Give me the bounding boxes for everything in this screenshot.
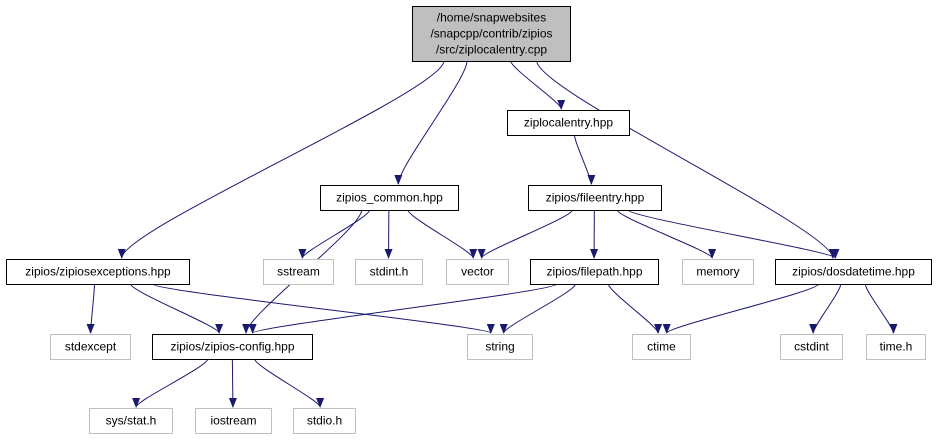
node-iostream[interactable]: iostream bbox=[195, 408, 272, 434]
edge-zipios-filepath-hpp-to-string bbox=[499, 283, 577, 334]
edge-root-to-zipios-dosdatetime-hpp bbox=[536, 60, 837, 259]
node-ziplocalentry-hpp[interactable]: ziplocalentry.hpp bbox=[507, 110, 630, 136]
node-label: string bbox=[485, 340, 514, 354]
node-label: zipios/zipiosexceptions.hpp bbox=[25, 265, 171, 279]
node-stdint-h[interactable]: stdint.h bbox=[355, 259, 423, 285]
node-zipios-common-hpp[interactable]: zipios_common.hpp bbox=[320, 185, 459, 211]
node-ctime[interactable]: ctime bbox=[632, 334, 691, 360]
node-label: /snapcpp/contrib/zipios bbox=[430, 27, 552, 41]
edge-zipios-zipios-config-hpp-to-sys-stat-h bbox=[132, 358, 209, 408]
node-label: memory bbox=[696, 265, 739, 279]
node-label: ziplocalentry.hpp bbox=[524, 116, 613, 130]
node-box bbox=[152, 334, 313, 360]
node-stdexcept[interactable]: stdexcept bbox=[50, 334, 131, 360]
node-box bbox=[293, 408, 356, 434]
edge-zipios-zipiosexceptions-hpp-to-zipios-zipios-config-hpp bbox=[130, 283, 224, 334]
node-box bbox=[530, 259, 659, 285]
edge-zipios-dosdatetime-hpp-to-cstdint bbox=[809, 283, 842, 334]
node-zipios-filepath-hpp[interactable]: zipios/filepath.hpp bbox=[530, 259, 659, 285]
node-label: /home/snapwebsites bbox=[437, 11, 546, 25]
node-label: vector bbox=[461, 265, 494, 279]
node-stdio-h[interactable]: stdio.h bbox=[293, 408, 356, 434]
node-zipios-zipios-config-hpp[interactable]: zipios/zipios-config.hpp bbox=[152, 334, 313, 360]
node-label: zipios/fileentry.hpp bbox=[546, 191, 645, 205]
node-label: ctime bbox=[647, 340, 676, 354]
edge-zipios-common-hpp-to-sstream bbox=[298, 209, 371, 259]
edge-zipios-filepath-hpp-to-ctime bbox=[607, 283, 663, 334]
node-vector[interactable]: vector bbox=[446, 259, 509, 285]
node-string[interactable]: string bbox=[467, 334, 533, 360]
edge-ziplocalentry-hpp-to-zipios-fileentry-hpp bbox=[573, 134, 596, 185]
node-label: zipios/filepath.hpp bbox=[546, 265, 642, 279]
edge-zipios-common-hpp-to-vector bbox=[407, 209, 478, 259]
node-memory[interactable]: memory bbox=[682, 259, 754, 285]
node-label: stdint.h bbox=[370, 265, 409, 279]
node-label: zipios/dosdatetime.hpp bbox=[792, 265, 915, 279]
node-box bbox=[775, 259, 932, 285]
edge-zipios-zipios-config-hpp-to-iostream bbox=[228, 358, 237, 408]
node-zipios-dosdatetime-hpp[interactable]: zipios/dosdatetime.hpp bbox=[775, 259, 932, 285]
node-label: iostream bbox=[210, 414, 256, 428]
edges-layer bbox=[86, 60, 898, 408]
node-box bbox=[263, 259, 334, 285]
edge-zipios-zipiosexceptions-hpp-to-string bbox=[151, 283, 495, 334]
node-box bbox=[6, 259, 190, 285]
node-zipios-fileentry-hpp[interactable]: zipios/fileentry.hpp bbox=[528, 185, 662, 211]
edge-zipios-dosdatetime-hpp-to-time-h bbox=[864, 283, 898, 334]
edge-root-to-zipios-zipiosexceptions-hpp bbox=[117, 60, 445, 259]
node-box bbox=[195, 408, 272, 434]
node-label: cstdint bbox=[794, 340, 829, 354]
node-zipios-zipiosexceptions-hpp[interactable]: zipios/zipiosexceptions.hpp bbox=[6, 259, 190, 285]
node-label: zipios_common.hpp bbox=[336, 191, 443, 205]
node-box bbox=[632, 334, 691, 360]
node-box bbox=[507, 110, 630, 136]
node-cstdint[interactable]: cstdint bbox=[780, 334, 843, 360]
node-label: time.h bbox=[880, 340, 913, 354]
edge-zipios-fileentry-hpp-to-zipios-dosdatetime-hpp bbox=[627, 209, 840, 259]
node-box bbox=[780, 334, 843, 360]
node-label: sstream bbox=[277, 265, 320, 279]
node-box bbox=[446, 259, 509, 285]
edge-root-to-ziplocalentry-hpp bbox=[510, 60, 566, 110]
node-box bbox=[682, 259, 754, 285]
nodes-layer: /home/snapwebsites/snapcpp/contrib/zipio… bbox=[6, 6, 932, 434]
edge-root-to-zipios-common-hpp bbox=[394, 60, 468, 185]
node-label: sys/stat.h bbox=[106, 414, 157, 428]
node-box bbox=[528, 185, 662, 211]
node-time-h[interactable]: time.h bbox=[866, 334, 926, 360]
node-box bbox=[412, 6, 571, 62]
node-label: stdexcept bbox=[65, 340, 117, 354]
node-box bbox=[320, 185, 459, 211]
node-sys-stat-h[interactable]: sys/stat.h bbox=[89, 408, 173, 434]
node-box bbox=[866, 334, 926, 360]
node-label: stdio.h bbox=[307, 414, 342, 428]
edge-zipios-zipios-config-hpp-to-stdio-h bbox=[254, 358, 325, 408]
node-box bbox=[89, 408, 173, 434]
node-label: zipios/zipios-config.hpp bbox=[170, 340, 294, 354]
node-label: /src/ziplocalentry.cpp bbox=[436, 43, 547, 57]
node-box bbox=[355, 259, 423, 285]
node-box bbox=[467, 334, 533, 360]
edge-zipios-filepath-hpp-to-zipios-zipios-config-hpp bbox=[249, 283, 558, 334]
node-sstream[interactable]: sstream bbox=[263, 259, 334, 285]
edge-zipios-fileentry-hpp-to-memory bbox=[616, 209, 716, 259]
node-root[interactable]: /home/snapwebsites/snapcpp/contrib/zipio… bbox=[412, 6, 571, 62]
edge-zipios-fileentry-hpp-to-vector bbox=[477, 209, 573, 259]
edge-zipios-dosdatetime-hpp-to-ctime bbox=[662, 283, 820, 334]
edge-zipios-zipiosexceptions-hpp-to-stdexcept bbox=[86, 283, 96, 334]
node-box bbox=[50, 334, 131, 360]
